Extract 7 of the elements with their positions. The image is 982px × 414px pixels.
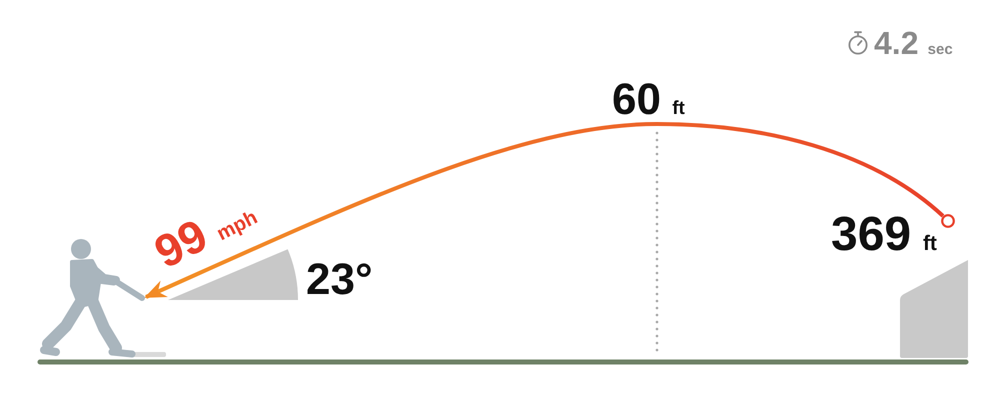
landing-marker (941, 214, 955, 228)
hang-time-label: 4.2 sec (874, 27, 953, 59)
launch-angle-label: 23° (306, 258, 373, 302)
apex-height-label: 60 ft (612, 78, 685, 122)
trajectory-arrow (144, 122, 944, 299)
speed-label: 99 mph (148, 205, 262, 276)
distance-label: 369 ft (831, 211, 937, 259)
